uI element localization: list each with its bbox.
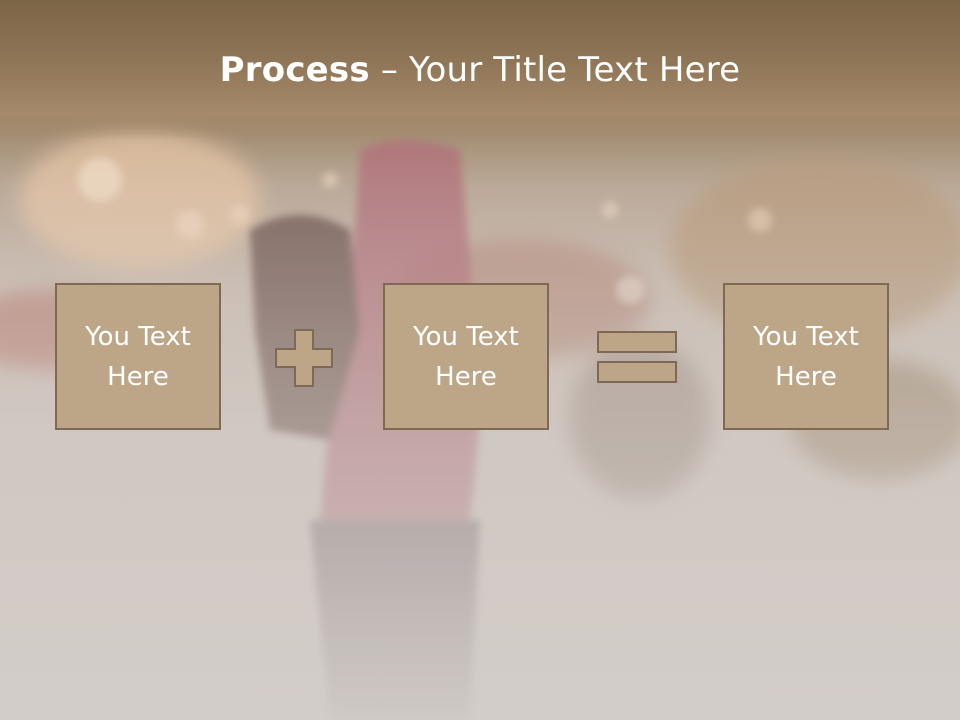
plus-icon [275, 329, 333, 387]
process-box-1[interactable]: You Text Here [55, 283, 221, 430]
slide-title: Process – Your Title Text Here [0, 50, 960, 90]
process-box-3[interactable]: You Text Here [723, 283, 889, 430]
title-bold: Process [219, 50, 370, 90]
process-box-1-text: You Text Here [85, 321, 191, 392]
title-band [0, 0, 960, 140]
equals-icon [597, 331, 677, 383]
title-dash: – [369, 50, 410, 90]
process-box-2[interactable]: You Text Here [383, 283, 549, 430]
process-box-2-text: You Text Here [413, 321, 519, 392]
title-rest: Your Title Text Here [409, 50, 741, 90]
process-box-3-text: You Text Here [753, 321, 859, 392]
